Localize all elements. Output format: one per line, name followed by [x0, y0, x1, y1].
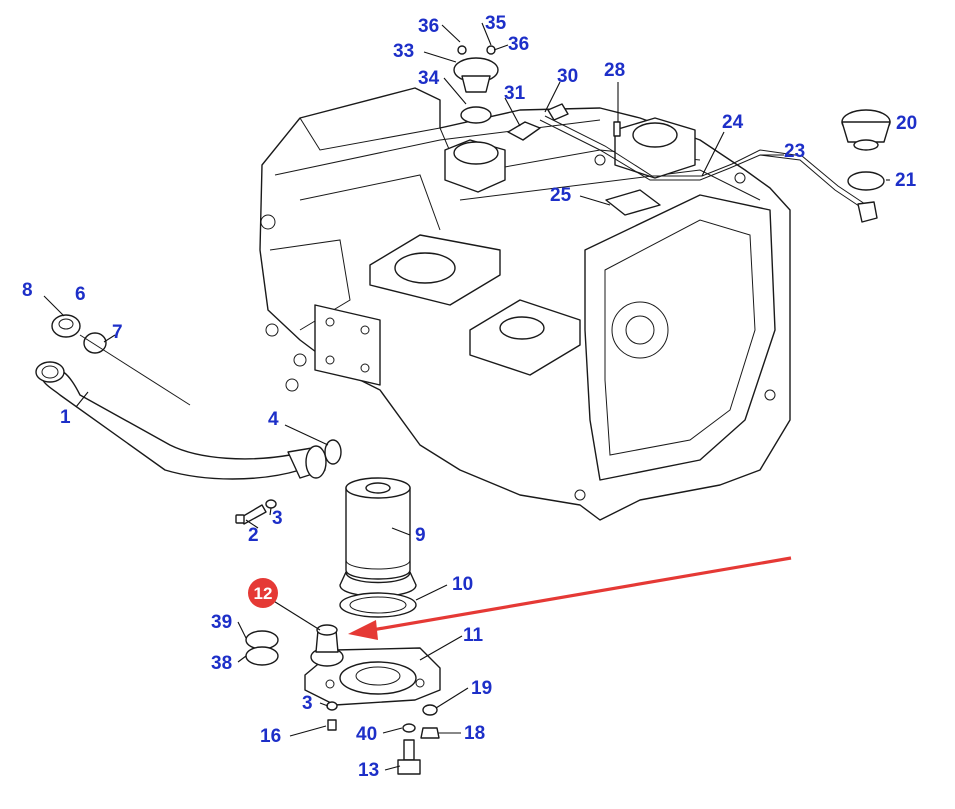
- filter-element: [339, 477, 417, 597]
- label-13: 13: [358, 760, 379, 781]
- bracket-25: [605, 189, 661, 216]
- drain-bolt-13: [397, 739, 421, 775]
- label-34: 34: [418, 68, 440, 89]
- label-24: 24: [722, 112, 744, 133]
- label-3-bottom: 3: [302, 693, 313, 714]
- label-11: 11: [463, 625, 484, 646]
- label-2: 2: [248, 525, 259, 546]
- label-4: 4: [268, 409, 279, 430]
- label-39: 39: [211, 612, 232, 633]
- label-23: 23: [784, 141, 805, 162]
- label-36-right: 36: [508, 34, 529, 55]
- bolt-16: [327, 719, 337, 731]
- label-18: 18: [464, 723, 485, 744]
- label-40: 40: [356, 724, 377, 745]
- o-rings-38-39: [245, 630, 279, 666]
- part-labels: 36 35 36 33 34 31 30 28 24 23 25 20 21 8…: [22, 13, 917, 781]
- o-ring-21: [847, 171, 885, 191]
- nut-18: [420, 727, 440, 739]
- label-16: 16: [260, 726, 281, 747]
- highlight-badge-12: 12: [248, 578, 278, 608]
- dipstick-cap: [51, 314, 81, 338]
- label-3-top: 3: [272, 508, 283, 529]
- breather-cover-33: [453, 57, 499, 93]
- bolt-2: [235, 504, 267, 525]
- label-31: 31: [504, 83, 526, 104]
- suction-pipe: [35, 361, 327, 480]
- washer-40: [402, 723, 416, 733]
- label-10: 10: [452, 574, 473, 595]
- label-30: 30: [557, 66, 578, 87]
- label-21: 21: [895, 170, 917, 191]
- label-19: 19: [471, 678, 492, 699]
- screws-35-36: [457, 45, 496, 55]
- label-38: 38: [211, 653, 232, 674]
- label-36-top: 36: [418, 16, 439, 37]
- washer-19: [422, 704, 438, 716]
- badge-12-label: 12: [254, 584, 273, 603]
- label-25: 25: [550, 185, 572, 206]
- highlight-arrow: [348, 556, 792, 640]
- magnetic-plug-12: [310, 624, 344, 667]
- label-6: 6: [75, 284, 86, 305]
- washer-3: [265, 499, 277, 509]
- washer-3b: [326, 701, 338, 711]
- o-ring-34: [460, 106, 492, 124]
- filler-cap-20: [841, 109, 891, 151]
- gasket-4: [324, 439, 342, 465]
- dipstick-rod: [79, 334, 191, 406]
- label-8: 8: [22, 280, 33, 301]
- label-1: 1: [60, 407, 71, 428]
- label-28: 28: [604, 60, 625, 81]
- leader-lines: [43, 22, 890, 771]
- transmission-housing: [259, 87, 791, 521]
- bolt-28: [613, 121, 621, 137]
- label-33: 33: [393, 41, 414, 62]
- label-35: 35: [485, 13, 507, 34]
- label-20: 20: [896, 113, 917, 134]
- label-9: 9: [415, 525, 426, 546]
- filter-gasket-10: [339, 592, 417, 618]
- label-7: 7: [112, 322, 123, 343]
- breather-pipe: [539, 103, 878, 223]
